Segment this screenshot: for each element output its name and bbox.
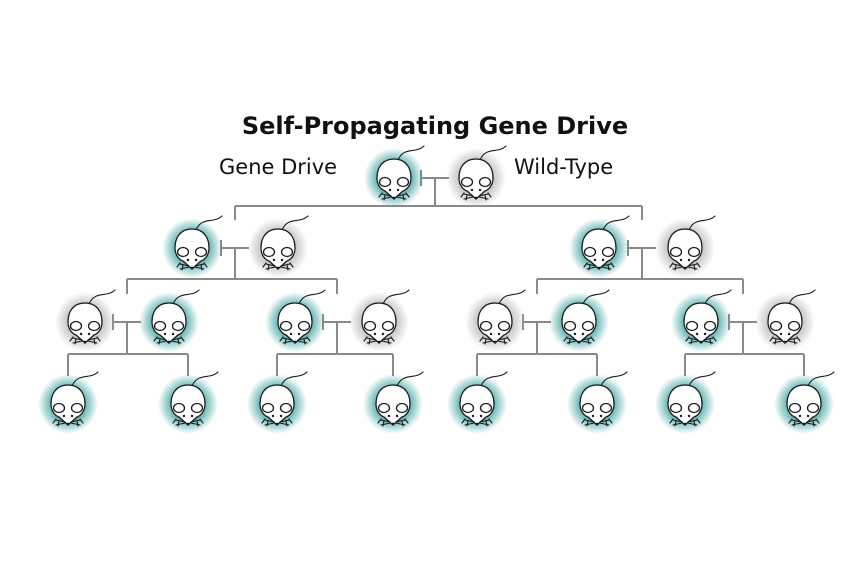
gene-drive-mouse bbox=[567, 371, 628, 434]
gene-drive-mouse bbox=[139, 289, 200, 352]
legend-label-gene-drive: Gene Drive bbox=[219, 155, 337, 179]
gene-drive-mouse bbox=[655, 371, 716, 434]
wild-type-mouse bbox=[248, 215, 309, 278]
gene-drive-mouse bbox=[162, 215, 223, 278]
gene-drive-mouse bbox=[447, 371, 508, 434]
gene-drive-mouse bbox=[549, 289, 610, 352]
gene-drive-mouse bbox=[247, 371, 308, 434]
wild-type-mouse bbox=[55, 289, 116, 352]
gene-drive-mouse bbox=[671, 289, 732, 352]
legend-label-wild-type: Wild-Type bbox=[514, 155, 613, 179]
wild-type-mouse bbox=[655, 215, 716, 278]
gene-drive-mouse bbox=[363, 371, 424, 434]
pedigree-individuals bbox=[38, 145, 835, 434]
wild-type-mouse bbox=[349, 289, 410, 352]
wild-type-mouse bbox=[755, 289, 816, 352]
diagram-title: Self-Propagating Gene Drive bbox=[242, 112, 628, 140]
gene-drive-mouse bbox=[774, 371, 835, 434]
gene-drive-mouse bbox=[265, 289, 326, 352]
gene-drive-mouse bbox=[158, 371, 219, 434]
gene-drive-mouse bbox=[364, 145, 425, 208]
wild-type-mouse bbox=[465, 289, 526, 352]
gene-drive-mouse bbox=[38, 371, 99, 434]
gene-drive-mouse bbox=[569, 215, 630, 278]
wild-type-mouse bbox=[446, 145, 507, 208]
